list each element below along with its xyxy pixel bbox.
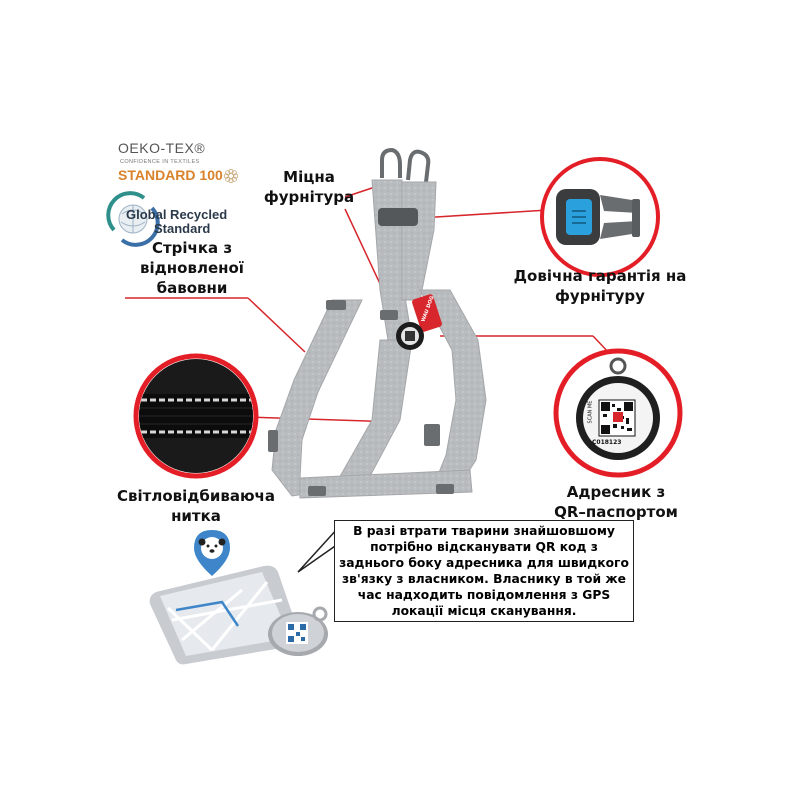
- label-reflective-line1: Світловідбиваюча: [117, 487, 275, 505]
- reflective-closeup: [133, 353, 259, 479]
- label-reflective: Світловідбиваюча нитка: [110, 486, 282, 526]
- oeko-tex-standard: STANDARD 100: [118, 167, 223, 183]
- note-pointer: [297, 527, 339, 573]
- oeko-tex-logo: OEKO-TEX® CONFIDENCE IN TEXTILES STANDAR…: [110, 140, 240, 186]
- qr-tag-small-icon: [268, 606, 328, 656]
- phone-illustration: [149, 530, 301, 665]
- grs-logo: Global Recycled Standard: [104, 190, 254, 250]
- info-note: В разі втрати тварини знайшовшому потріб…: [334, 520, 634, 622]
- label-warranty-line2: фурнітуру: [555, 287, 645, 305]
- oeko-flower-icon: [223, 168, 239, 184]
- label-hardware-line2: фурнітура: [263, 188, 355, 206]
- label-qr-line1: Адресник з: [566, 483, 666, 501]
- label-cotton-line3: бавовни: [156, 279, 228, 297]
- label-hardware-line1: Міцна: [283, 168, 335, 186]
- qr-scan-text: SCAN ME: [587, 400, 594, 424]
- label-warranty: Довічна гарантія на фурнітуру: [500, 266, 700, 306]
- label-reflective-line2: нитка: [171, 507, 221, 525]
- d-rings: [380, 147, 431, 183]
- label-hardware: Міцна фурнітура: [254, 167, 364, 207]
- oeko-tex-subtitle: CONFIDENCE IN TEXTILES: [120, 159, 200, 165]
- qr-tag-closeup: [553, 348, 683, 478]
- label-cotton-tape: Стрічка з відновленої бавовни: [126, 238, 258, 298]
- oeko-tex-title: OEKO-TEX®: [118, 140, 206, 156]
- label-qr-line2: QR–паспортом: [554, 503, 678, 521]
- label-cotton-line1: Стрічка з: [151, 239, 233, 257]
- grs-text-line2: Standard: [154, 221, 211, 236]
- qr-code-number: C018123: [592, 439, 622, 446]
- buckle-closeup: [540, 157, 660, 277]
- label-qr-tag: Адресник з QR–паспортом: [548, 482, 684, 522]
- label-cotton-line2: відновленої: [140, 259, 244, 277]
- globe-recycle-icon: [106, 191, 160, 247]
- label-warranty-line1: Довічна гарантія на: [513, 267, 687, 285]
- grs-text-line1: Global Recycled: [126, 207, 228, 222]
